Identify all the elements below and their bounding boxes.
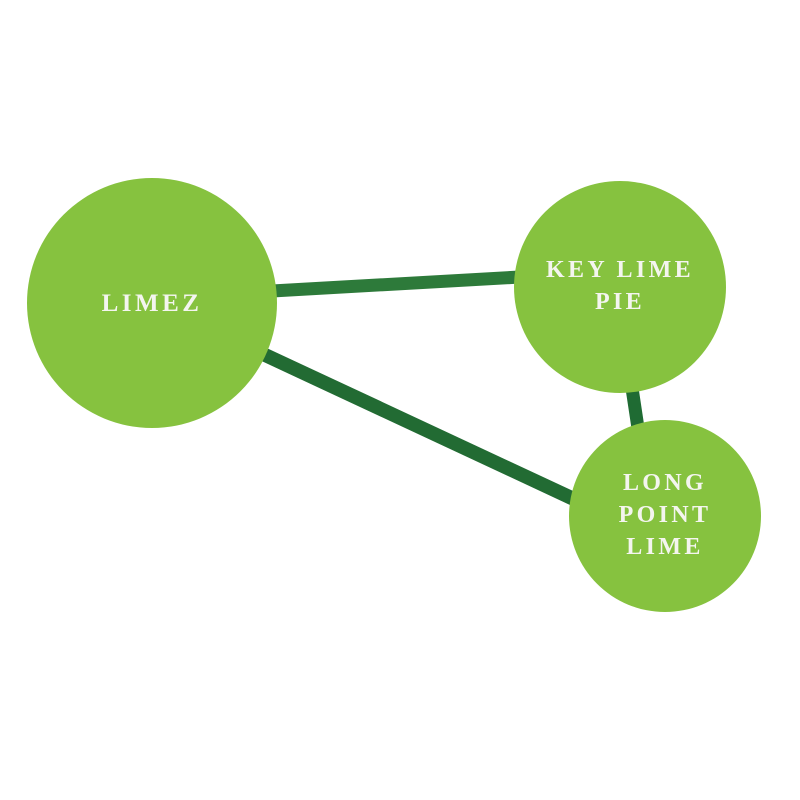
graph-node-long-point-lime[interactable]: LONG POINT LIME bbox=[569, 420, 761, 612]
graph-node-label: KEY LIME PIE bbox=[545, 257, 694, 315]
edge-key-lime-pie-long-point-lime bbox=[625, 387, 645, 429]
graph-node-key-lime-pie[interactable]: KEY LIME PIE bbox=[514, 181, 726, 393]
edge-limez-key-lime-pie bbox=[271, 270, 521, 298]
edge-limez-long-point-lime bbox=[245, 340, 581, 508]
graph-node-label: LIMEZ bbox=[101, 289, 203, 317]
graph-node-label: LONG POINT LIME bbox=[618, 470, 712, 560]
graph-node-limez[interactable]: LIMEZ bbox=[27, 178, 277, 428]
